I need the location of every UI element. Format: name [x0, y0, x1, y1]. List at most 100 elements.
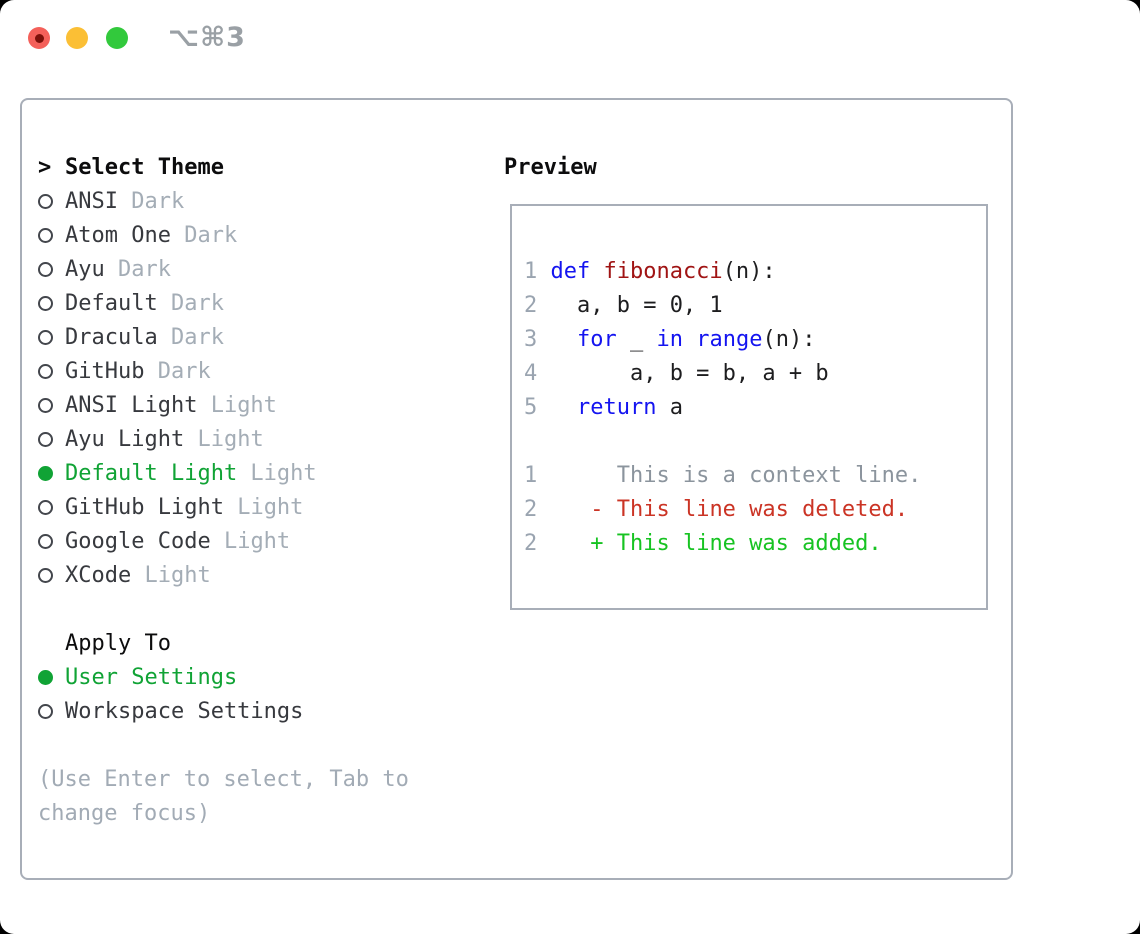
- hint-text: (Use Enter to select, Tab to change focus…: [38, 762, 498, 830]
- window-title: ⌥⌘3: [168, 22, 246, 53]
- option-variant-label: Dark: [157, 290, 224, 316]
- line-number: 1: [524, 258, 538, 284]
- minimize-button[interactable]: [66, 27, 88, 49]
- line-number: 3: [524, 326, 538, 352]
- radio-unselected-icon: [38, 567, 65, 583]
- option-variant-label: Dark: [157, 324, 224, 350]
- token-keyword: for: [576, 326, 617, 352]
- token-keyword: def: [550, 258, 604, 284]
- theme-option-xcode[interactable]: XCode Light: [38, 558, 498, 592]
- code-line: 2 a, b = 0, 1: [524, 288, 986, 322]
- line-number: 2: [524, 292, 538, 318]
- theme-option-atom-one[interactable]: Atom One Dark: [38, 218, 498, 252]
- option-label: Workspace Settings: [65, 698, 304, 724]
- code-line: 2 - This line was deleted.: [524, 492, 986, 526]
- token-plain: (n):: [722, 258, 776, 284]
- token-plain: a, b = b, a + b: [550, 360, 829, 386]
- option-label: Google Code: [65, 528, 211, 554]
- token-function: fibonacci: [603, 258, 723, 284]
- code-line: [524, 424, 986, 458]
- option-variant-label: Dark: [170, 222, 238, 248]
- theme-option-github[interactable]: GitHub Dark: [38, 354, 498, 388]
- option-label: Ayu Light: [65, 426, 185, 452]
- theme-option-ansi-light[interactable]: ANSI Light Light: [38, 388, 498, 422]
- option-variant-label: Dark: [117, 188, 185, 214]
- theme-option-ansi[interactable]: ANSI Dark: [38, 184, 498, 218]
- line-content: - This line was deleted.: [550, 497, 908, 522]
- spacer: [38, 592, 498, 626]
- theme-option-ayu-light[interactable]: Ayu Light Light: [38, 422, 498, 456]
- option-variant-label: Light: [184, 426, 264, 452]
- token-plain: (n):: [762, 326, 816, 352]
- radio-unselected-icon: [38, 193, 65, 209]
- select-theme-header: > Select Theme: [38, 150, 498, 184]
- apply-option-workspace-settings[interactable]: Workspace Settings: [38, 694, 498, 728]
- theme-option-google-code[interactable]: Google Code Light: [38, 524, 498, 558]
- hint-line: change focus): [38, 800, 211, 826]
- theme-option-ayu[interactable]: Ayu Dark: [38, 252, 498, 286]
- option-variant-label: Light: [131, 562, 211, 588]
- option-variant-label: Light: [197, 392, 277, 418]
- token-keyword: in: [656, 326, 683, 352]
- option-label: Ayu: [65, 256, 105, 282]
- option-label: Dracula: [65, 324, 158, 350]
- token-keyword: range: [696, 326, 763, 352]
- theme-option-github-light[interactable]: GitHub Light Light: [38, 490, 498, 524]
- close-button[interactable]: [28, 27, 50, 49]
- radio-unselected-icon: [38, 363, 65, 379]
- cursor-icon: >: [38, 154, 52, 180]
- token-plain: _: [616, 326, 657, 352]
- line-content: a, b = 0, 1: [550, 293, 723, 318]
- line-content: def fibonacci(n):: [550, 259, 775, 284]
- option-label: GitHub Light: [65, 494, 224, 520]
- line-content: a, b = b, a + b: [550, 360, 829, 386]
- line-content: + This line was added.: [550, 531, 881, 556]
- option-label: Atom One: [65, 222, 171, 248]
- radio-selected-icon: [38, 465, 65, 481]
- line-number: 4: [524, 360, 538, 386]
- line-number: 2: [524, 530, 538, 556]
- option-label: Default Light: [65, 460, 238, 486]
- zoom-button[interactable]: [106, 27, 128, 49]
- option-variant-label: Light: [210, 528, 291, 554]
- option-label: ANSI Light: [65, 392, 198, 418]
- line-number: 2: [524, 496, 538, 522]
- close-button-dot: [34, 33, 44, 43]
- radio-unselected-icon: [38, 261, 65, 277]
- theme-option-default-light[interactable]: Default Light Light: [38, 456, 498, 490]
- radio-unselected-icon: [38, 499, 65, 515]
- apply-option-user-settings[interactable]: User Settings: [38, 660, 498, 694]
- radio-unselected-icon: [38, 533, 65, 549]
- option-label: ANSI: [65, 188, 118, 214]
- cursor-marker: >: [38, 155, 65, 180]
- code-line: 4 a, b = b, a + b: [524, 356, 986, 390]
- option-label: GitHub: [65, 358, 145, 384]
- token-plain: [550, 531, 590, 556]
- radio-unselected-icon: [38, 703, 65, 719]
- titlebar: ⌥⌘3: [0, 0, 1140, 76]
- theme-option-default[interactable]: Default Dark: [38, 286, 498, 320]
- option-variant-label: Dark: [144, 358, 211, 384]
- hint-line: (Use Enter to select, Tab to: [38, 766, 409, 792]
- code-line: 3 for _ in range(n):: [524, 322, 986, 356]
- line-number: 5: [524, 394, 538, 420]
- token-plain: [683, 327, 696, 352]
- select-theme-title: Select Theme: [65, 154, 224, 180]
- radio-unselected-icon: [38, 227, 65, 243]
- radio-unselected-icon: [38, 295, 65, 311]
- token-plain: [550, 395, 577, 420]
- line-content: for _ in range(n):: [550, 327, 815, 352]
- token-keyword: return: [576, 394, 657, 420]
- line-content: return a: [550, 394, 683, 420]
- option-variant-label: Light: [237, 460, 317, 486]
- option-label: XCode: [65, 562, 132, 588]
- spacer: [38, 728, 498, 762]
- radio-unselected-icon: [38, 329, 65, 345]
- code-line: 5 return a: [524, 390, 986, 424]
- theme-option-dracula[interactable]: Dracula Dark: [38, 320, 498, 354]
